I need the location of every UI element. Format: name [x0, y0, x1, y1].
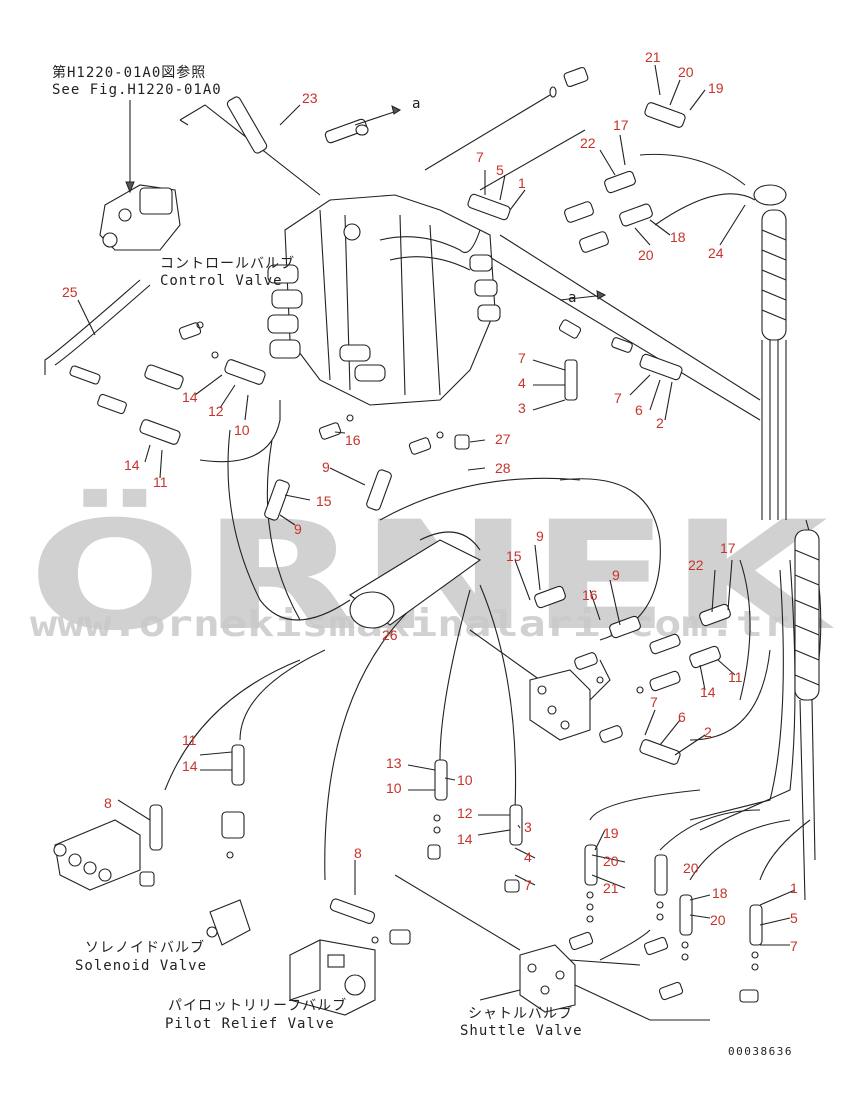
callout-9d: 9	[612, 567, 620, 583]
callout-10b: 10	[386, 780, 402, 796]
callout-14: 14	[182, 389, 198, 405]
callout-14d: 14	[182, 758, 198, 774]
callout-7b: 7	[518, 350, 526, 366]
callout-8: 8	[104, 795, 112, 811]
shuttle-valve	[519, 944, 576, 1013]
callout-5b: 5	[790, 910, 798, 926]
callout-22: 22	[580, 135, 596, 151]
callout-9c: 9	[536, 528, 544, 544]
callout-7: 7	[476, 149, 484, 165]
callout-15: 15	[316, 493, 332, 509]
protector-sleeve	[349, 531, 482, 629]
callout-20b: 20	[638, 247, 654, 263]
callout-14b: 14	[124, 457, 140, 473]
o-rings	[196, 321, 759, 971]
callout-28: 28	[495, 460, 511, 476]
callout-5: 5	[496, 162, 504, 178]
callout-4: 4	[518, 375, 526, 391]
callout-4b: 4	[524, 849, 532, 865]
reference-note-jp: 第H1220-01A0図参照	[52, 64, 206, 81]
callout-20c: 20	[603, 853, 619, 869]
pilot-pump	[99, 184, 181, 251]
callout-13: 13	[386, 755, 402, 771]
shuttle-valve-label-jp: シャトルバルブ	[468, 1005, 573, 1022]
callout-2b: 2	[704, 724, 712, 740]
callout-12b: 12	[457, 805, 473, 821]
callout-20e: 20	[683, 860, 699, 876]
arrow-label-a-top: a	[412, 96, 421, 112]
callout-10: 10	[234, 422, 250, 438]
pilot-relief-valve-label-en: Pilot Relief Valve	[165, 1016, 335, 1032]
leader-lines	[77, 64, 796, 946]
pilot-relief-valve-label-jp: パイロットリリーフバルブ	[168, 997, 347, 1014]
callout-26: 26	[382, 627, 398, 643]
arrow-label-a-mid: a	[568, 290, 577, 306]
callout-17: 17	[613, 117, 629, 133]
callout-20: 20	[678, 64, 694, 80]
pilot-relief-valve	[289, 939, 376, 1016]
callout-9: 9	[322, 459, 330, 475]
solenoid-block	[206, 811, 251, 946]
callout-18b: 18	[712, 885, 728, 901]
callout-6b: 6	[678, 709, 686, 725]
solenoid-valve	[53, 819, 155, 891]
drawing-code: 00038636	[728, 1045, 793, 1058]
callout-1: 1	[518, 175, 526, 191]
callout-21: 21	[645, 49, 661, 65]
callout-15b: 15	[506, 548, 522, 564]
callout-11b: 11	[728, 669, 743, 685]
callout-1b: 1	[790, 880, 798, 896]
callout-7c: 7	[614, 390, 622, 406]
component-labels: 第H1220-01A0図参照 See Fig.H1220-01A0 コントロール…	[52, 64, 793, 1058]
control-valve	[267, 194, 501, 406]
callout-9b: 9	[294, 521, 302, 537]
callout-10c: 10	[457, 772, 473, 788]
callout-8b: 8	[354, 845, 362, 861]
callout-17b: 17	[720, 540, 736, 556]
callout-19b: 19	[603, 825, 619, 841]
control-valve-label-en: Control Valve	[160, 273, 283, 289]
callout-2: 2	[656, 415, 664, 431]
callout-19: 19	[708, 80, 724, 96]
callout-22b: 22	[688, 557, 704, 573]
callout-20d: 20	[710, 912, 726, 928]
callout-11: 11	[153, 474, 168, 490]
part-number-callouts: 23 21 20 19 17 22 18 20 24 7 5 1 25 7 4 …	[62, 49, 798, 954]
solenoid-valve-label-jp: ソレノイドバルブ	[85, 939, 205, 956]
callout-11c: 11	[182, 732, 197, 748]
control-valve-label-jp: コントロールバルブ	[160, 255, 295, 272]
callout-7e: 7	[524, 877, 532, 893]
callout-14e: 14	[457, 831, 473, 847]
callout-16: 16	[345, 432, 361, 448]
callout-6: 6	[635, 402, 643, 418]
callout-27: 27	[495, 431, 511, 447]
direction-arrows: a a	[125, 96, 607, 306]
watermark: ÖRNEK www.ornekismakinalari.com.tr	[28, 488, 834, 664]
callout-7f: 7	[790, 938, 798, 954]
callout-23: 23	[302, 90, 318, 106]
callout-25: 25	[62, 284, 78, 300]
callout-3b: 3	[524, 819, 532, 835]
manifold-block	[529, 669, 591, 741]
callout-7d: 7	[650, 694, 658, 710]
callout-12: 12	[208, 403, 224, 419]
callout-21b: 21	[603, 880, 619, 896]
hose-protector-coil	[753, 184, 820, 701]
callout-18: 18	[670, 229, 686, 245]
solenoid-valve-label-en: Solenoid Valve	[75, 958, 207, 974]
reference-note-en: See Fig.H1220-01A0	[52, 82, 222, 98]
callout-3: 3	[518, 400, 526, 416]
shuttle-valve-label-en: Shuttle Valve	[460, 1023, 583, 1039]
callout-16b: 16	[582, 587, 598, 603]
callout-14c: 14	[700, 684, 716, 700]
callout-24: 24	[708, 245, 724, 261]
